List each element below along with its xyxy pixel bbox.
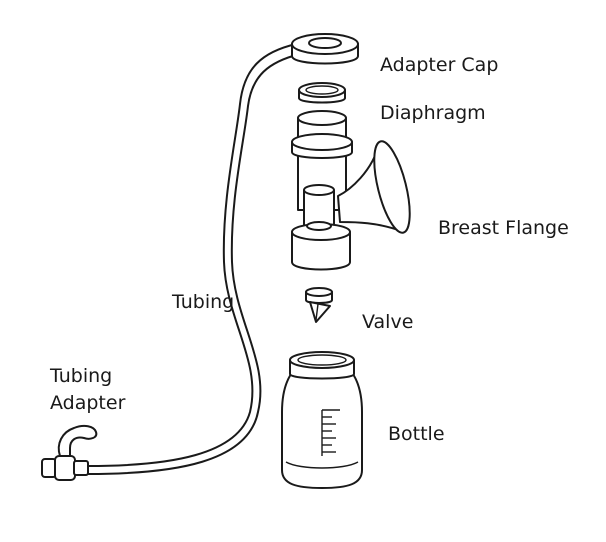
label-diaphragm: Diaphragm bbox=[380, 102, 486, 124]
label-tubing-adapter-line1: Tubing bbox=[50, 365, 113, 387]
label-valve: Valve bbox=[362, 311, 414, 333]
label-bottle: Bottle bbox=[388, 423, 445, 445]
label-breast-flange: Breast Flange bbox=[438, 217, 569, 239]
label-tubing-adapter-line2: Adapter bbox=[50, 392, 126, 414]
breast-flange-part bbox=[291, 110, 411, 271]
valve-part bbox=[305, 287, 333, 323]
label-tubing: Tubing bbox=[172, 291, 235, 313]
tubing bbox=[87, 43, 301, 475]
tubing-adapter bbox=[41, 424, 98, 481]
bottle-part bbox=[281, 351, 363, 489]
adapter-cap-part bbox=[291, 33, 359, 65]
diaphragm-part bbox=[298, 82, 346, 104]
label-adapter-cap: Adapter Cap bbox=[380, 54, 499, 76]
